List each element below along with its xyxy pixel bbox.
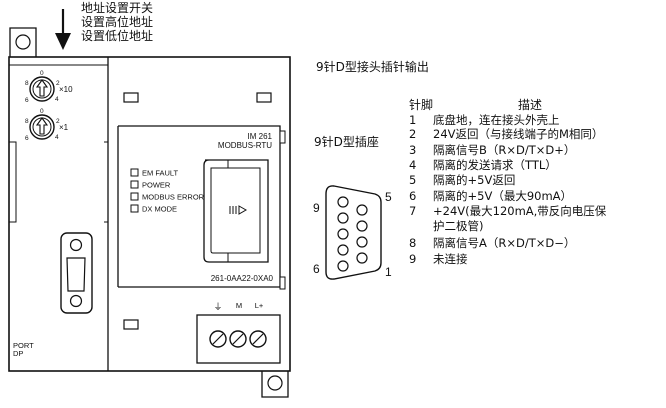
bottom-mounting-tab: [261, 370, 289, 398]
rotary-switch-high[interactable]: [29, 76, 55, 102]
svg-text:DX MODE: DX MODE: [142, 205, 177, 214]
model-name: IM 261: [248, 132, 273, 141]
led-dx-mode: DX MODE: [130, 204, 177, 214]
dp-label: DP: [13, 349, 23, 358]
led-power: POWER: [130, 180, 171, 190]
pin-table-row-pin: 2: [409, 127, 417, 141]
order-number: 261-0AA22-0XA0: [211, 274, 274, 283]
led-em-fault: EM FAULT: [130, 168, 179, 178]
switch-low-label: ×1: [59, 123, 69, 132]
top-mounting-tab: [9, 27, 37, 57]
svg-text:MODBUS ERROR: MODBUS ERROR: [142, 193, 205, 202]
pin-table-row-desc: 护二极管): [433, 219, 484, 233]
switch-annotation-line-2: 设置高位地址: [81, 15, 154, 29]
pin-table-row-pin: 6: [409, 189, 417, 203]
model-protocol: MODBUS-RTU: [218, 141, 272, 150]
pin-table-row-pin: 1: [409, 113, 417, 127]
pin-number-6: 6: [313, 262, 320, 276]
pin-table-row-desc: 隔离的+5V返回: [433, 173, 516, 187]
pin-table-row-desc: 隔离信号B（R×D/T×D+）: [433, 143, 576, 157]
dial-high-digit-4: 4: [55, 96, 59, 103]
pin-table-row-pin: 4: [409, 158, 417, 172]
pin-table-row-desc: +24V(最大120mA,带反向电压保: [433, 204, 607, 218]
pin-table-row-desc: 隔离的发送请求（TTL）: [433, 158, 557, 172]
pin-table-header-pin: 针脚: [409, 98, 434, 112]
dial-high-digit-6: 6: [25, 97, 29, 104]
terminal-block[interactable]: [196, 314, 281, 364]
dial-high-digit-8: 8: [25, 80, 29, 87]
ground-label: ⏚: [213, 302, 222, 312]
switch-annotation-line-3: 设置低位地址: [81, 29, 154, 43]
pin-number-1: 1: [385, 265, 392, 279]
pin-number-9: 9: [313, 201, 320, 215]
pin-table-row-pin: 8: [409, 236, 417, 250]
pin-number-5: 5: [385, 190, 392, 204]
pin-table-row-desc: 24V返回（与接线端子的M相同）: [433, 127, 604, 141]
switch-annotation-line-1: 地址设置开关: [81, 1, 154, 15]
svg-text:POWER: POWER: [142, 181, 171, 190]
arrow-down-icon: [55, 9, 71, 50]
dial-low-digit-0: 0: [40, 108, 44, 115]
socket-arrow-icon: [229, 205, 248, 215]
terminal-lplus-label: L+: [255, 301, 264, 310]
pin-table-row-desc: 底盘地，连在接头外壳上: [433, 113, 560, 127]
switch-high-label: ×10: [59, 85, 73, 94]
dial-high-digit-0: 0: [40, 70, 44, 77]
terminal-m-label: M: [236, 301, 242, 310]
pin-table-row-pin: 9: [409, 252, 417, 266]
socket-label: 9针D型插座: [314, 135, 379, 149]
front-panel: [118, 125, 281, 288]
svg-text:EM FAULT: EM FAULT: [142, 169, 179, 178]
pin-table-row-pin: 3: [409, 143, 417, 157]
connector-title: 9针D型接头插针输出: [316, 60, 429, 74]
pin-table-row-desc: 隔离的+5V（最大90mA）: [433, 189, 573, 203]
dial-low-digit-4: 4: [55, 134, 59, 141]
pin-table-row-desc: 未连接: [433, 252, 468, 266]
dial-low-digit-2: 2: [56, 118, 60, 125]
pin-table-row-desc: 隔离信号A（R×D/T×D−）: [433, 236, 576, 250]
dial-low-digit-8: 8: [25, 118, 29, 125]
port-label: PORT: [13, 341, 34, 350]
led-modbus-error: MODBUS ERROR: [130, 192, 205, 202]
dial-high-digit-2: 2: [56, 80, 60, 87]
rotary-switch-low[interactable]: [29, 114, 55, 140]
dial-low-digit-6: 6: [25, 135, 29, 142]
pin-table-row-pin: 7: [409, 204, 417, 218]
db9-connector: [325, 185, 382, 280]
pin-table-header-desc: 描述: [518, 98, 543, 112]
pin-table-row-pin: 5: [409, 173, 417, 187]
profibus-dp-port[interactable]: [60, 232, 93, 314]
